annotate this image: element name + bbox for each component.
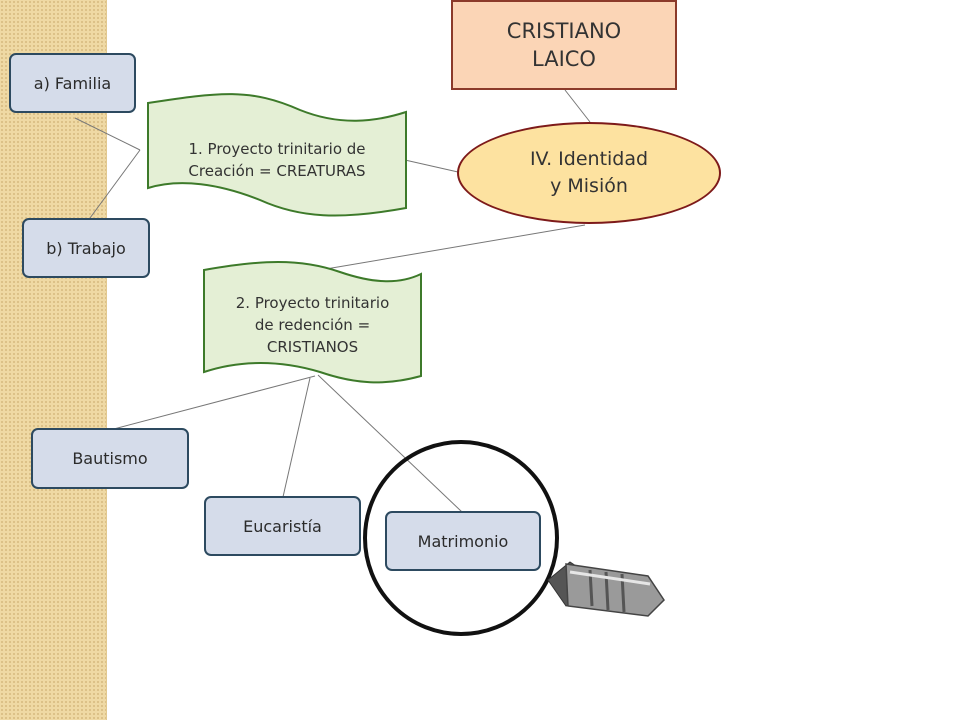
bautismo-box: Bautismo: [31, 428, 189, 489]
connector-proyecto1-identidad: [404, 159, 459, 173]
eucaristia-box: Eucaristía: [204, 496, 361, 556]
trabajo-box: b) Trabajo: [22, 218, 150, 278]
cristiano-laico-box: CRISTIANO LAICO: [451, 0, 677, 90]
matrimonio-box: Matrimonio: [385, 511, 541, 571]
connector-proyecto2-matrimonio: [317, 374, 463, 513]
identidad-mision-ellipse: IV. Identidad y Misión: [457, 122, 721, 224]
connector-identidad-proyecto2: [319, 224, 586, 271]
connector-laico-identidad: [564, 89, 591, 123]
magnifying-glass-icon: [363, 440, 665, 636]
proyecto-trinitario-redencion-label: 2. Proyecto trinitario de redención = CR…: [235, 294, 390, 356]
connector-trabajo-proyecto1: [89, 149, 141, 219]
decorative-side-strip: [0, 0, 107, 720]
banner-shape-proyecto1: [147, 93, 407, 217]
connector-familia-proyecto1: [74, 117, 141, 151]
familia-box: a) Familia: [9, 53, 136, 113]
proyecto-trinitario-creacion-label: 1. Proyecto trinitario de Creación = CRE…: [188, 140, 366, 180]
banner-shape-proyecto2: [203, 261, 422, 384]
connector-proyecto2-bautismo: [109, 375, 316, 431]
connector-proyecto2-eucaristia: [282, 377, 311, 498]
